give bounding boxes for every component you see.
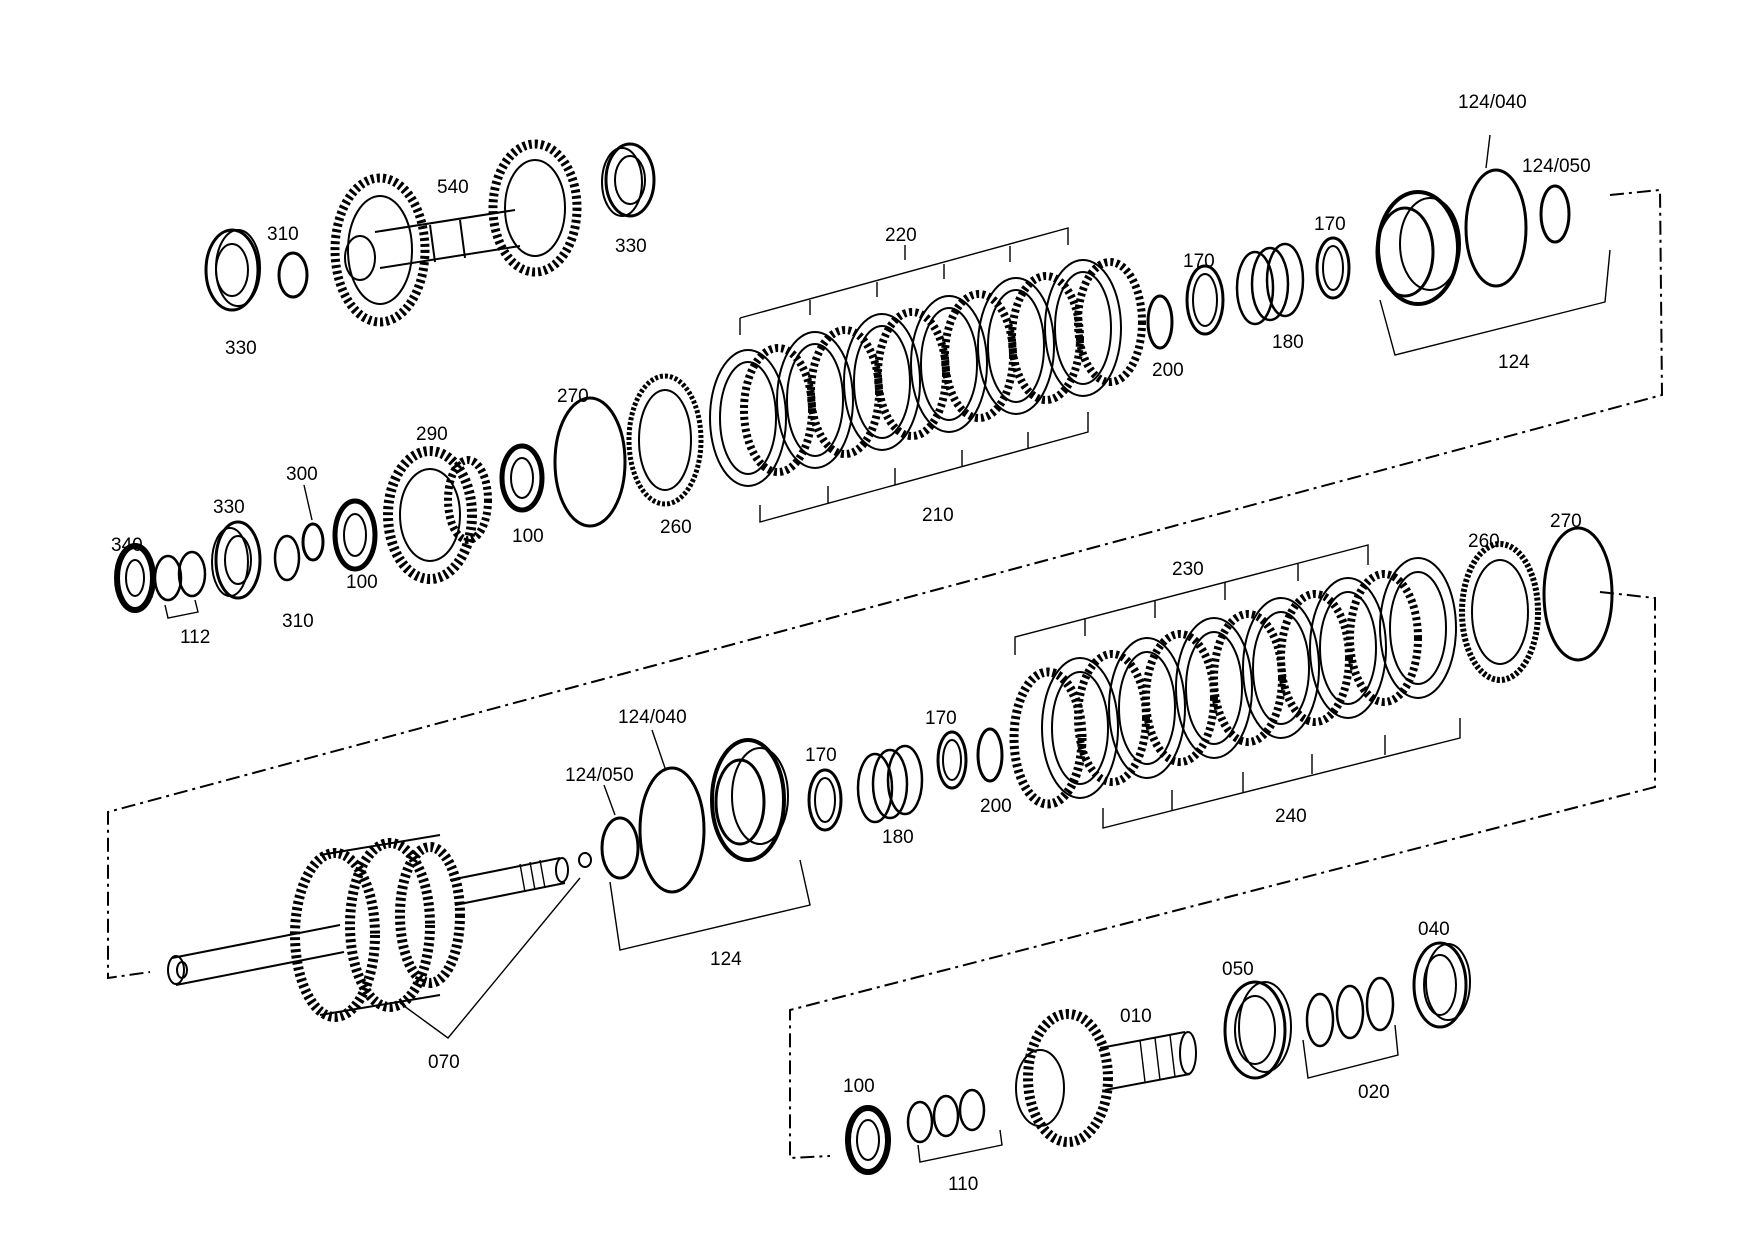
label-100-a: 100 bbox=[346, 572, 378, 593]
label-210: 210 bbox=[922, 505, 954, 526]
label-310-top: 310 bbox=[267, 224, 299, 245]
label-270-upper: 270 bbox=[557, 386, 589, 407]
shaft-070-assembly bbox=[167, 834, 592, 1022]
label-200-lower: 200 bbox=[980, 796, 1012, 817]
output-shaft-010-assembly bbox=[845, 941, 1471, 1175]
label-230: 230 bbox=[1172, 559, 1204, 580]
label-124-040-upper: 124/040 bbox=[1458, 92, 1527, 113]
label-124-040-lower: 124/040 bbox=[618, 707, 687, 728]
label-260-upper: 260 bbox=[660, 517, 692, 538]
upper-piston-group bbox=[1146, 168, 1571, 350]
assembly-boundary-lines bbox=[107, 188, 1664, 1160]
label-050: 050 bbox=[1222, 959, 1254, 980]
shaft-540-assembly bbox=[204, 139, 656, 327]
label-200-upper: 200 bbox=[1152, 360, 1184, 381]
label-124-050-lower: 124/050 bbox=[565, 765, 634, 786]
leader-lines bbox=[164, 134, 1611, 1163]
clutch-pack-lower bbox=[1009, 526, 1614, 809]
label-020: 020 bbox=[1358, 1082, 1390, 1103]
label-240: 240 bbox=[1275, 806, 1307, 827]
label-300: 300 bbox=[286, 464, 318, 485]
label-290: 290 bbox=[416, 424, 448, 445]
label-010: 010 bbox=[1120, 1006, 1152, 1027]
label-330-top-left: 330 bbox=[225, 338, 257, 359]
label-180-upper: 180 bbox=[1272, 332, 1304, 353]
label-124-lower: 124 bbox=[710, 949, 742, 970]
clutch-pack-upper bbox=[709, 258, 1146, 487]
label-070: 070 bbox=[428, 1052, 460, 1073]
label-330-mid: 330 bbox=[213, 497, 245, 518]
input-shaft-bearing-group bbox=[114, 373, 704, 613]
label-170-lower-a: 170 bbox=[805, 745, 837, 766]
label-040: 040 bbox=[1418, 919, 1450, 940]
label-180-lower: 180 bbox=[882, 827, 914, 848]
label-220: 220 bbox=[885, 225, 917, 246]
label-330-top-right: 330 bbox=[615, 236, 647, 257]
label-110: 110 bbox=[948, 1174, 978, 1195]
label-260-lower: 260 bbox=[1468, 531, 1500, 552]
lower-piston-group bbox=[600, 727, 1004, 894]
label-340: 340 bbox=[111, 535, 143, 556]
label-100-b: 100 bbox=[512, 526, 544, 547]
label-270-lower: 270 bbox=[1550, 511, 1582, 532]
label-540: 540 bbox=[437, 177, 469, 198]
label-310-mid: 310 bbox=[282, 611, 314, 632]
part-labels: 540 310 330 330 220 210 270 260 290 300 … bbox=[111, 92, 1591, 1195]
label-170-lower-b: 170 bbox=[925, 708, 957, 729]
label-100-bottom: 100 bbox=[843, 1076, 875, 1097]
label-124-050-upper: 124/050 bbox=[1522, 156, 1591, 177]
label-112: 112 bbox=[180, 627, 210, 648]
label-124-upper: 124 bbox=[1498, 352, 1530, 373]
label-170-upper-b: 170 bbox=[1314, 214, 1346, 235]
label-170-upper-a: 170 bbox=[1183, 251, 1215, 272]
